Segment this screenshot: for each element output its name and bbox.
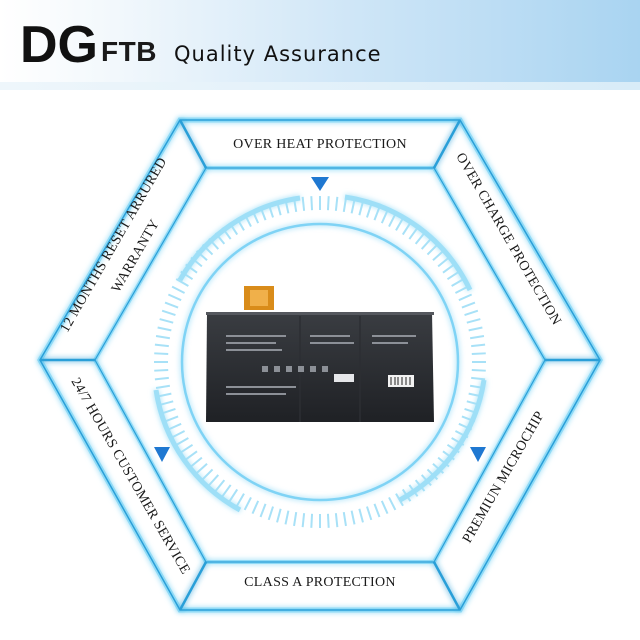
tick-mark	[243, 496, 252, 511]
tick-mark	[301, 196, 306, 211]
tick-mark	[466, 318, 481, 324]
label-over-heat-protection: OVER HEAT PROTECTION	[233, 137, 407, 152]
tick-mark	[380, 500, 389, 515]
tick-mark	[426, 243, 439, 256]
tick-mark	[437, 256, 450, 268]
tick-mark	[420, 237, 432, 250]
tick-mark	[267, 506, 274, 521]
tick-mark	[471, 368, 486, 372]
tick-mark	[201, 468, 214, 481]
tick-mark	[293, 511, 298, 527]
tick-mark	[454, 285, 469, 294]
tick-mark	[195, 462, 208, 474]
tick-mark	[468, 326, 483, 332]
tick-mark	[171, 430, 186, 439]
tick-mark	[251, 500, 260, 515]
tick-mark	[373, 503, 381, 518]
tick-mark	[155, 384, 171, 389]
tick-mark	[358, 508, 364, 523]
tick-mark	[157, 326, 172, 332]
tick-mark	[228, 488, 239, 502]
tick-mark	[154, 376, 169, 381]
tick-mark	[469, 335, 485, 340]
tick-mark	[154, 352, 169, 356]
tick-mark	[401, 222, 412, 236]
tick-mark	[164, 415, 179, 423]
tick-mark	[366, 203, 373, 218]
tick-mark	[301, 513, 306, 528]
triangle-icon	[154, 177, 486, 462]
tick-mark	[175, 437, 189, 446]
tick-mark	[395, 217, 404, 231]
tick-mark	[395, 493, 404, 507]
quality-diagram: OVER HEAT PROTECTION OVER CHARGE PROTECT…	[37, 117, 603, 613]
tick-mark	[154, 368, 169, 372]
tick-mark	[380, 209, 389, 224]
tick-mark	[350, 199, 356, 214]
tick-mark	[154, 343, 169, 348]
tick-mark	[388, 496, 397, 511]
tick-mark	[458, 293, 473, 302]
battery-image	[206, 286, 434, 422]
tick-mark	[284, 510, 290, 525]
tick-mark	[171, 285, 186, 294]
tick-mark	[221, 484, 232, 497]
tick-mark	[464, 309, 479, 316]
tick-mark	[334, 513, 339, 528]
tick-mark	[326, 513, 330, 528]
tick-mark	[414, 232, 426, 245]
arc-ring	[153, 194, 487, 513]
tick-mark	[190, 456, 203, 468]
hexagon-connectors	[40, 119, 600, 611]
tick-mark	[276, 508, 282, 523]
tick-mark	[180, 443, 194, 454]
tick-mark	[326, 196, 330, 211]
tick-mark	[334, 196, 339, 211]
tick-mark	[208, 474, 220, 487]
tick-mark	[471, 343, 486, 348]
tick-mark	[159, 400, 174, 406]
tick-mark	[451, 278, 465, 287]
tick-mark	[442, 263, 455, 274]
tick-mark	[164, 301, 179, 309]
tick-mark	[157, 392, 172, 398]
page-title: Quality Assurance	[174, 42, 382, 66]
tick-mark	[175, 278, 189, 287]
tick-mark	[167, 422, 182, 431]
label-customer-service: 24/7 HOURS CUSTOMER SERVICE	[67, 375, 192, 577]
label-class-a-protection: CLASS A PROTECTION	[244, 575, 396, 590]
tick-mark	[373, 206, 381, 221]
tick-mark	[432, 250, 445, 262]
tick-mark	[161, 408, 176, 415]
tick-mark	[342, 197, 347, 213]
tick-mark	[366, 506, 373, 521]
tick-mark	[185, 450, 198, 461]
tick-mark	[471, 352, 486, 356]
tick-mark	[350, 510, 356, 525]
tick-mark	[236, 493, 245, 507]
tick-mark	[310, 196, 314, 211]
inner-circle	[180, 222, 460, 502]
tick-mark	[358, 201, 364, 216]
tick-mark	[461, 301, 476, 309]
label-warranty-line1: 12 MONTHS RESET ARRURED	[58, 155, 171, 335]
tick-mark	[310, 513, 314, 528]
tick-mark	[155, 335, 171, 340]
tick-mark	[259, 503, 267, 518]
logo-ftb-text: FTB	[101, 36, 157, 67]
tick-mark	[159, 318, 174, 324]
logo-letters: DG	[20, 18, 98, 66]
header-banner: DG FTB Quality Assurance	[0, 0, 640, 82]
tick-mark	[167, 293, 182, 302]
tick-mark	[446, 270, 460, 281]
dg-logo-icon: DG	[20, 18, 98, 66]
header-divider	[0, 82, 640, 90]
tick-mark	[214, 479, 226, 492]
tick-mark	[161, 309, 176, 316]
label-over-charge-protection: OVER CHARGE PROTECTION	[452, 150, 563, 328]
tick-mark	[408, 227, 419, 240]
tick-mark	[388, 213, 397, 228]
tick-mark	[342, 511, 347, 527]
tick-mark	[471, 376, 486, 381]
